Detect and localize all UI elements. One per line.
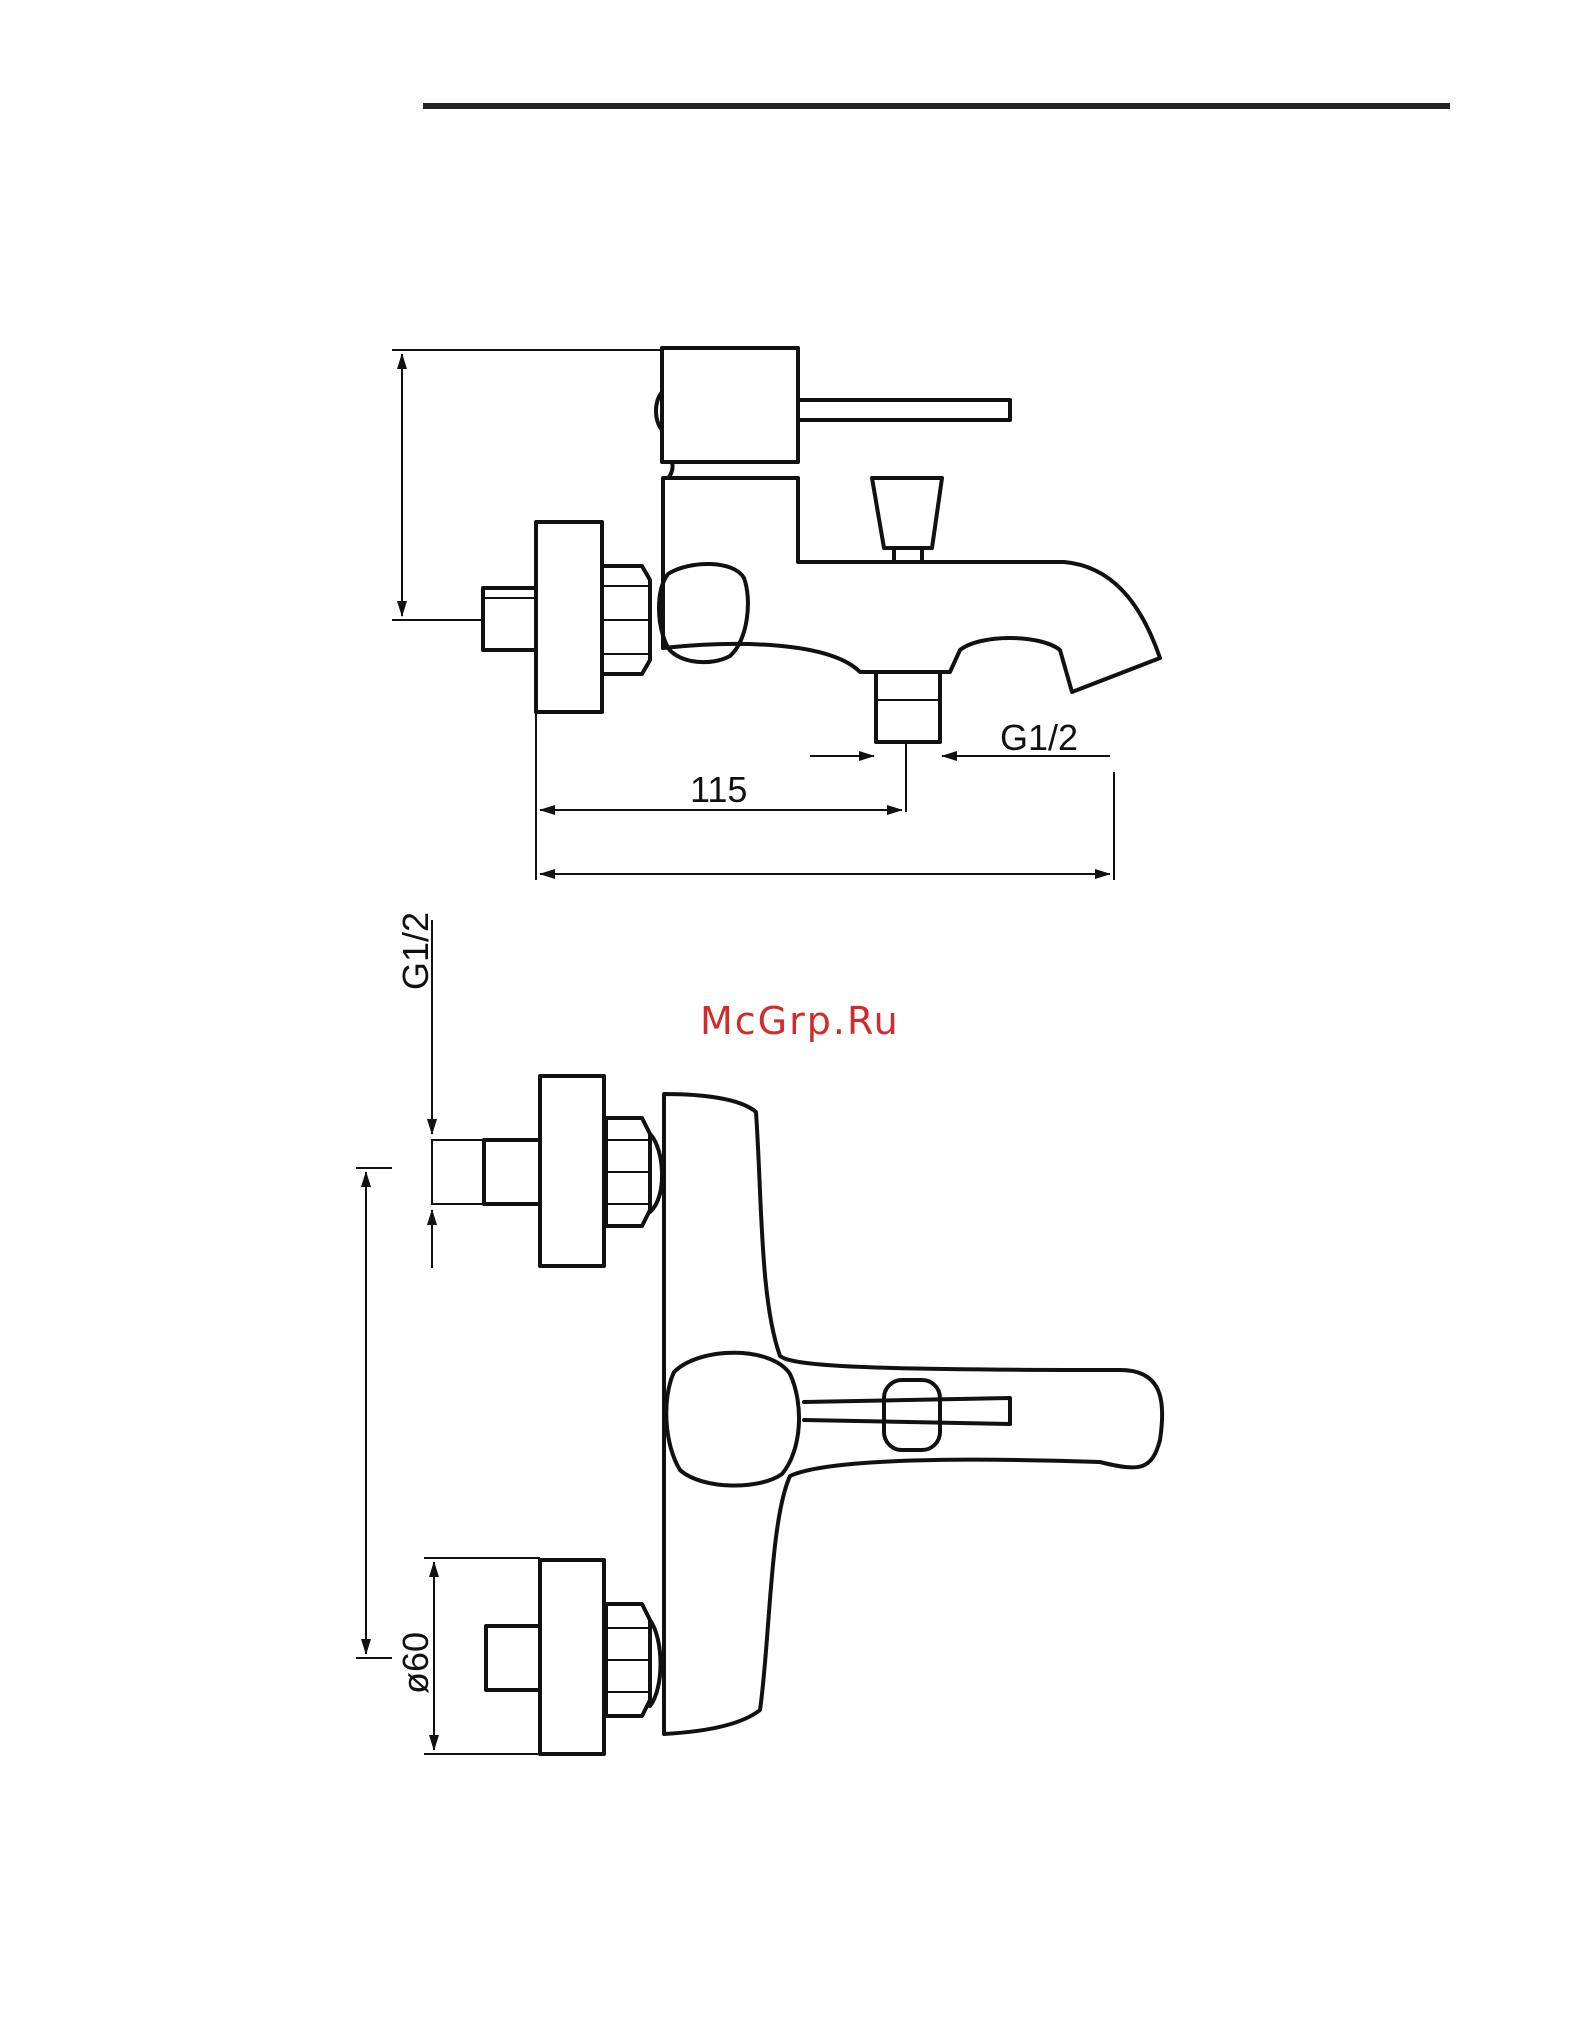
front-bottom-connector — [486, 1626, 540, 1690]
front-body — [664, 1094, 1162, 1734]
dim-thread-spout: G1/2 — [1000, 717, 1078, 758]
front-knob — [666, 1353, 799, 1486]
side-wall-flange — [536, 522, 602, 712]
side-outlet — [876, 672, 940, 742]
front-bottom-flange — [540, 1560, 604, 1754]
dim-115: 115 — [690, 769, 747, 810]
dim-diameter: ø60 — [395, 1632, 436, 1694]
front-top-flange — [540, 1076, 604, 1266]
dim-thread-inlet: G1/2 — [395, 912, 436, 990]
front-lever — [804, 1398, 1010, 1424]
front-lever-slot — [884, 1380, 940, 1450]
side-view: G1/2 115 — [392, 348, 1160, 880]
side-diverter-knob — [872, 478, 942, 548]
side-lever — [798, 400, 1010, 420]
front-top-connector — [484, 1140, 540, 1204]
side-body-spout — [663, 478, 1160, 692]
side-handle-cartridge — [662, 348, 798, 462]
watermark: McGrp.Ru — [700, 999, 900, 1043]
